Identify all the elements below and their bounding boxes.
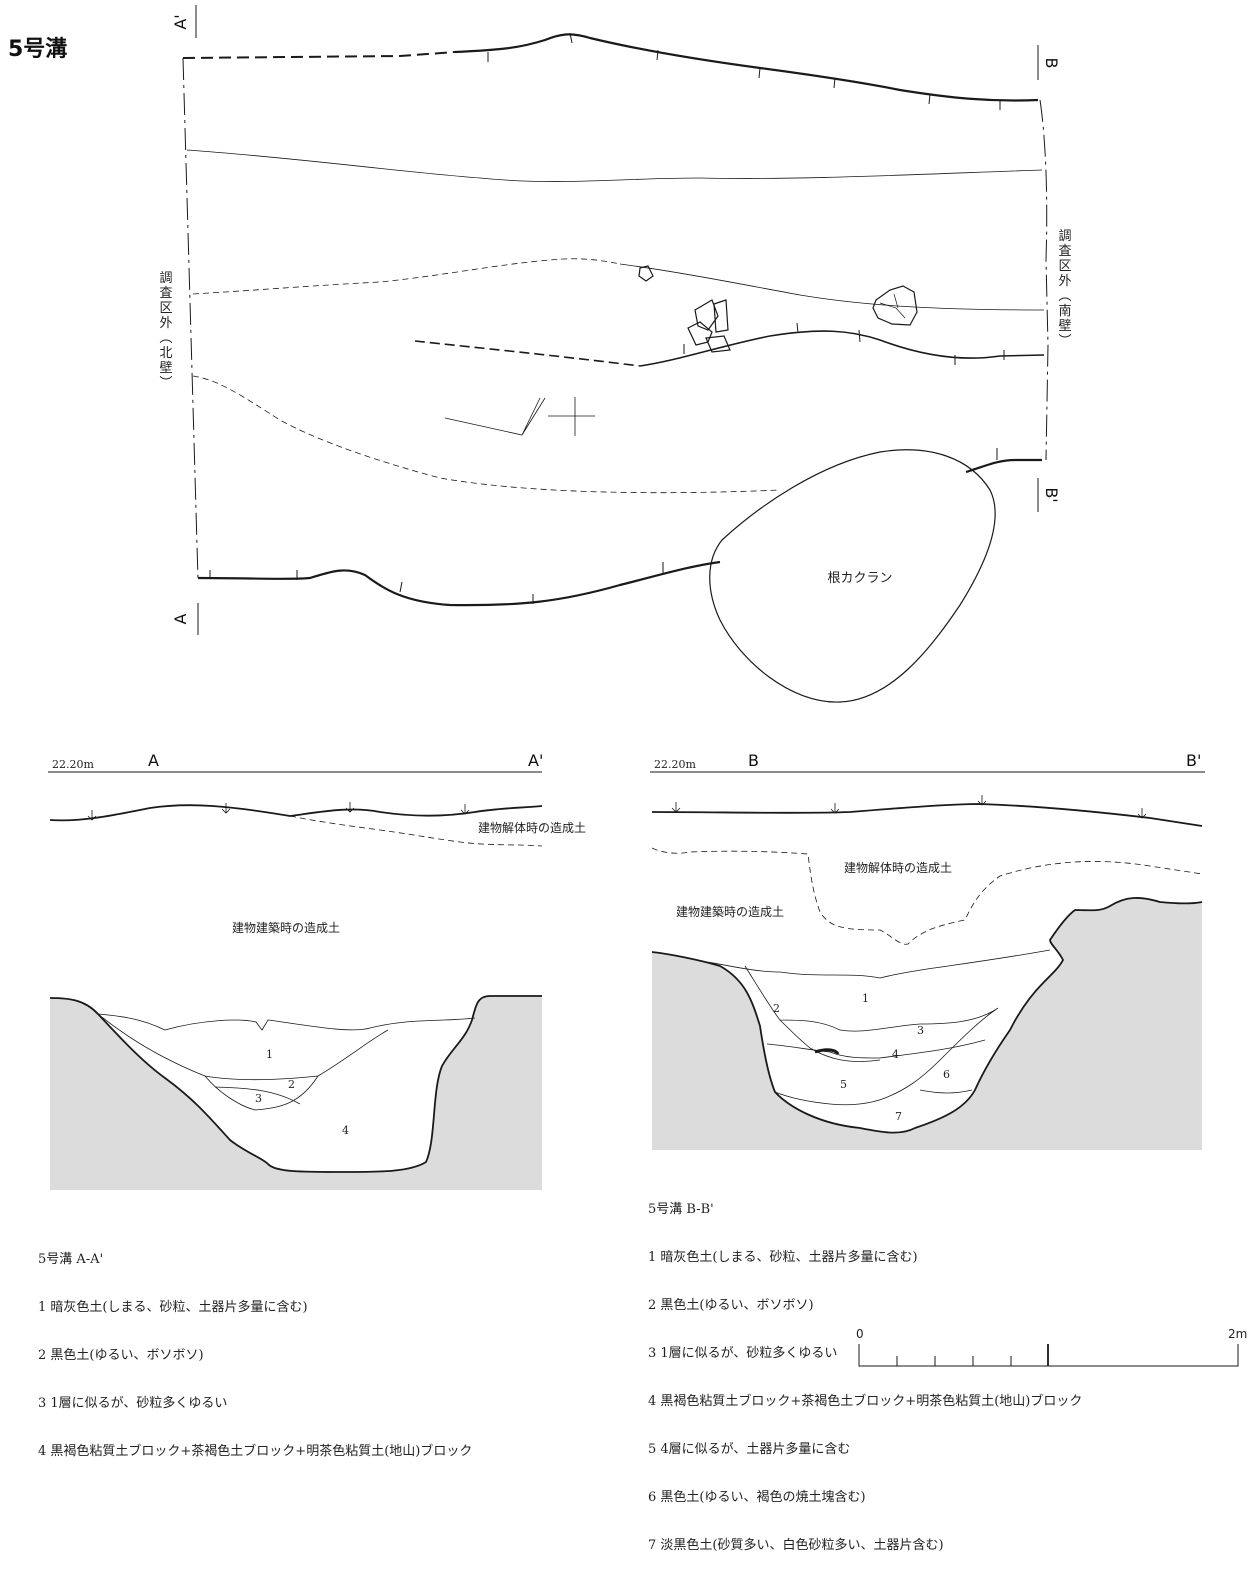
- legend-a-line: 2 黒色土(ゆるい、ボソボソ): [38, 1348, 204, 1363]
- legend-b-heading: 5号溝 B-B': [648, 1202, 714, 1217]
- section-b-subsoil: [652, 897, 1202, 1150]
- svg-text:A: A: [171, 613, 190, 624]
- legend-b-line: 4 黒褐色粘質土ブロック+茶褐色土ブロック+明茶色粘質土(地山)ブロック: [648, 1394, 1083, 1409]
- plan-inner-edge: [639, 330, 1045, 367]
- root-disturbance-label: 根カクラン: [827, 571, 892, 586]
- section-a-surface: [49, 804, 543, 822]
- section-marker-b: B: [1037, 45, 1061, 80]
- plan-inner-edge-dashed: [414, 340, 641, 367]
- scale-start-label: 0: [856, 1327, 864, 1341]
- section-a-left-label: A: [148, 751, 159, 770]
- section-a-right-label: A': [528, 751, 543, 770]
- stone-small: [638, 265, 654, 282]
- section-marker-a: A: [171, 603, 199, 635]
- stone-large: [872, 285, 918, 326]
- stone-cluster-base: [705, 335, 731, 353]
- section-a-layer-2: 2: [288, 1078, 295, 1091]
- legend-b-line: 2 黒色土(ゆるい、ボソボソ): [648, 1298, 814, 1313]
- legend-b-line: 7 淡黒色土(砂質多い、白色砂粒多い、土器片含む): [648, 1538, 944, 1553]
- section-a-construction-label: 建物建築時の造成土: [232, 920, 340, 935]
- section-b-layer-2: 2: [773, 1002, 780, 1015]
- section-a-layer-3: 3: [255, 1092, 262, 1105]
- legend-b-line: 3 1層に似るが、砂粒多くゆるい: [648, 1346, 838, 1361]
- section-a-demolition-boundary: [289, 815, 543, 847]
- ditch-top-edge-dashed: [182, 51, 456, 59]
- section-b-layer-4: 4: [892, 1048, 899, 1061]
- svg-text:B: B: [1042, 58, 1061, 69]
- root-disturbance-outline: [709, 449, 996, 703]
- section-a-elevation: 22.20m: [52, 758, 94, 771]
- section-b-left-label: B: [748, 751, 759, 770]
- figure-title: 5号溝: [8, 36, 67, 62]
- plan-lower-dashed-line: [192, 375, 781, 494]
- legend-b-line: 6 黒色土(ゆるい、褐色の焼土塊含む): [648, 1490, 866, 1505]
- survey-wall-south: [1039, 99, 1049, 461]
- section-a-subsoil: [50, 996, 542, 1190]
- svg-text:A': A': [171, 14, 190, 29]
- plan-layer-line-middle-dashed: [192, 258, 621, 295]
- legend-a-line: 3 1層に似るが、砂粒多くゆるい: [38, 1396, 228, 1411]
- section-marker-a-prime: A': [171, 5, 197, 38]
- section-a-demolition-label: 建物解体時の造成土: [478, 821, 586, 835]
- section-b-surface: [651, 803, 1203, 827]
- section-b-right-label: B': [1186, 751, 1201, 770]
- section-a: 22.20m A A': [48, 751, 543, 1190]
- section-marker-b-prime: B': [1037, 478, 1061, 512]
- section-b-demolition-boundary: [651, 847, 1203, 945]
- excavation-figure: 5号溝 A' A B B': [8, 5, 1247, 1367]
- ditch-bottom-edge-right: [965, 458, 1042, 474]
- ditch-top-edge: [454, 33, 1039, 102]
- section-b-layer-6: 6: [943, 1068, 950, 1081]
- plan-layer-line-upper: [186, 149, 1043, 182]
- legend-section-a: 5号溝 A-A' 1 暗灰色土(しまる、砂粒、土器片多量に含む) 2 黒色土(ゆ…: [38, 1220, 472, 1476]
- section-b-layer-7: 7: [895, 1110, 902, 1123]
- survey-wall-north: [182, 57, 199, 581]
- legend-a-line: 4 黒褐色粘質土ブロック+茶褐色土ブロック+明茶色粘質土(地山)ブロック: [38, 1444, 473, 1459]
- section-b: 22.20m B B': [650, 751, 1205, 1150]
- outside-survey-area-north-label: 調査区外︵北壁︶: [159, 271, 172, 391]
- outside-survey-area-south-label: 調査区外︵南壁︶: [1058, 229, 1071, 349]
- legend-a-heading: 5号溝 A-A': [38, 1252, 104, 1267]
- svg-text:B': B': [1042, 487, 1061, 502]
- section-a-layer-1: 1: [266, 1048, 273, 1061]
- section-b-layer-3: 3: [917, 1024, 924, 1037]
- section-b-layer-5: 5: [840, 1078, 847, 1091]
- plan-layer-line-middle: [619, 263, 1045, 311]
- section-b-layer-1: 1: [862, 992, 869, 1005]
- section-b-elevation: 22.20m: [654, 758, 696, 771]
- legend-a-line: 1 暗灰色土(しまる、砂粒、土器片多量に含む): [38, 1300, 308, 1315]
- scale-bar: [858, 1344, 1239, 1367]
- stone-cluster-slab: [713, 299, 729, 333]
- plan-view: A' A B B': [171, 5, 1061, 703]
- legend-section-b: 5号溝 B-B' 1 暗灰色土(しまる、砂粒、土器片多量に含む) 2 黒色土(ゆ…: [648, 1170, 1082, 1570]
- legend-b-line: 1 暗灰色土(しまる、砂粒、土器片多量に含む): [648, 1250, 918, 1265]
- legend-b-line: 5 4層に似るが、土器片多量に含む: [648, 1442, 851, 1457]
- ditch-bottom-edge: [197, 560, 721, 607]
- section-b-construction-label: 建物建築時の造成土: [676, 904, 784, 919]
- scale-end-label: 2m: [1228, 1327, 1247, 1341]
- section-a-layer-4: 4: [342, 1124, 349, 1137]
- stone-cluster-lower: [687, 321, 713, 346]
- section-b-demolition-label: 建物解体時の造成土: [844, 861, 952, 875]
- survey-marker: [444, 397, 595, 436]
